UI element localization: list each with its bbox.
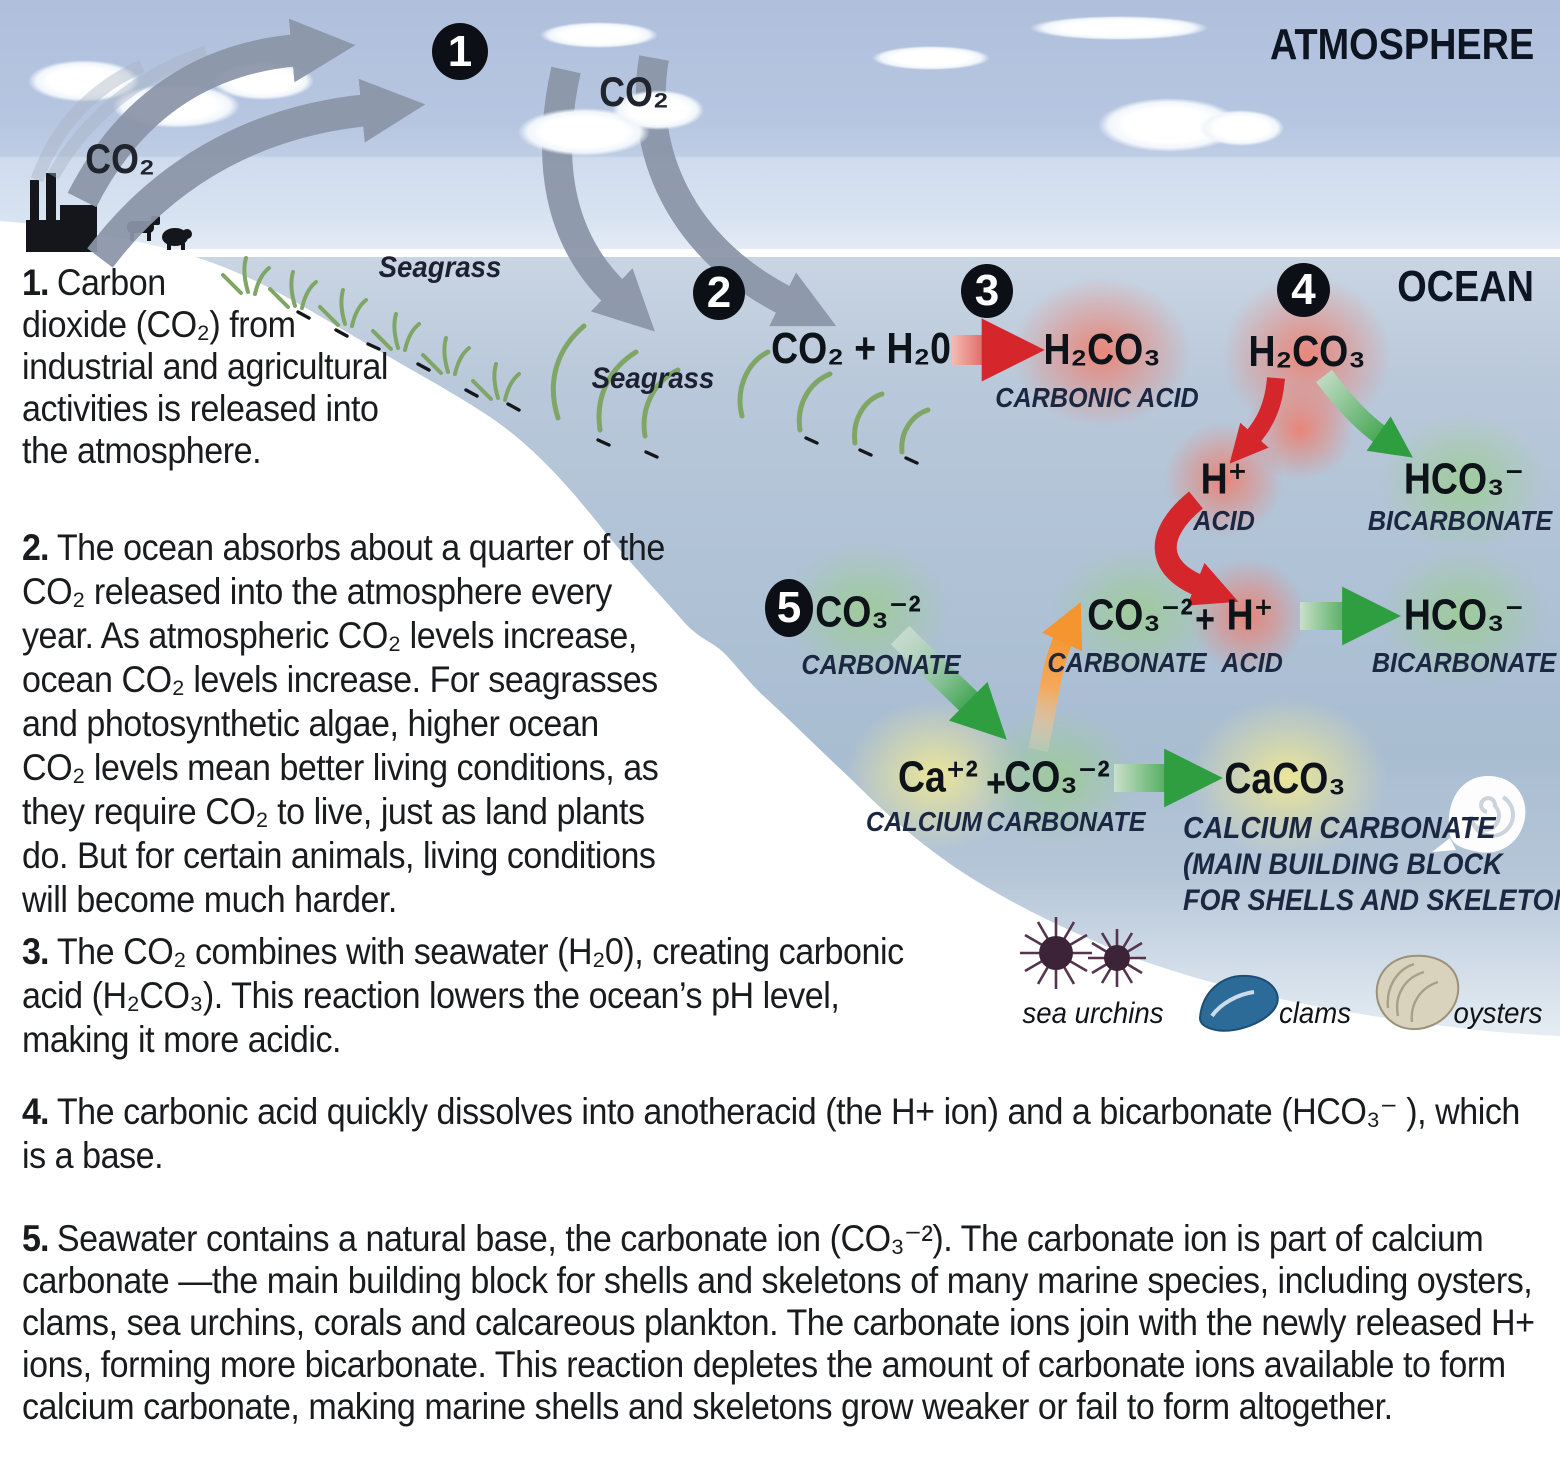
paragraph-1-line: industrial and agricultural [22,346,389,387]
sky-co2-label: CO₂ [599,68,669,115]
formula-carbonate-calc: CO₃⁻² [1004,752,1110,802]
ocean-title: OCEAN [1397,262,1534,311]
paragraph-1-line: activities is released into [22,388,379,429]
arrow-carbonate-to-calcium [890,625,1007,740]
note-main-building-block: (MAIN BUILDING BLOCK [1183,848,1503,881]
seagrass-plants [221,256,931,455]
label-acid: ACID [1193,505,1255,536]
paragraph-5: 5.Seawater contains a natural base, the … [22,1218,1538,1428]
paragraph-5-number: 5. [22,1218,49,1259]
factory-icon [26,173,97,252]
formula-bicarbonate-mid: HCO₃⁻ [1403,590,1525,640]
arrow-acid-to-carbonate [1154,491,1239,606]
paragraph-2-text: The ocean absorbs about a quarter of the… [22,527,665,920]
paragraph-1-number: 1. [22,262,49,303]
formula-h-ion-mid: H⁺ [1226,590,1274,640]
cloud-icon [1030,16,1208,40]
cloud-icon [872,46,990,70]
cloud-icon [1198,110,1284,146]
paragraph-1-line: Carbon [56,262,166,303]
co2-up-arrow-2 [87,78,426,268]
formula-calcium: Ca⁺² [897,752,979,802]
note-shells-skeletons: FOR SHELLS AND SKELETONS) [1183,884,1560,917]
clam-icon [1198,974,1279,1032]
label-bicarbonate: BICARBONATE [1367,505,1553,536]
oysters-label: oysters [1453,997,1543,1030]
label-calcium-carbonate: CALCIUM CARBONATE [1183,810,1496,845]
cloud-icon [612,90,704,130]
formula-carbonic-acid-2: H₂CO₃ [1248,327,1366,376]
atmosphere-title: ATMOSPHERE [1269,20,1534,69]
label-carbonate-calc: CARBONATE [986,806,1146,837]
coastline-land-shape [0,221,1560,1470]
label-bicarbonate-mid: BICARBONATE [1371,647,1557,678]
paragraph-2: 2.The ocean absorbs about a quarter of t… [22,526,666,922]
formula-carbonate-5: CO₃⁻² [815,587,921,637]
smoke-plume [47,45,209,180]
cloud-icon [540,22,658,48]
step-marker-3: 3 [961,264,1013,318]
formula-carbonic-acid: H₂CO₃ [1043,325,1161,374]
shell-icon [1432,776,1526,853]
formula-h-ion: H⁺ [1200,454,1248,504]
step-marker-2: 2 [693,266,745,320]
sea-urchin-icon [1020,917,1146,989]
paragraph-4-text: The carbonic acid quickly dissolves into… [22,1091,1520,1176]
clams-label: clams [1278,997,1352,1030]
paragraph-3-number: 3. [22,931,49,972]
formula-carbonate-mid: CO₃⁻² [1087,590,1193,640]
paragraph-1-line: dioxide (CO₂) from [22,304,296,345]
label-carbonic-acid: CARBONIC ACID [995,382,1199,413]
arrow-carbonic-to-acid [1229,377,1285,464]
paragraph-5-text: Seawater contains a natural base, the ca… [22,1218,1535,1427]
formula-bicarbonate: HCO₃⁻ [1403,454,1525,504]
step-marker-1: 1 [432,23,488,80]
smoke-plume [30,60,145,183]
step-marker-5: 5 [765,579,813,637]
step-marker-4: 4 [1277,263,1330,317]
co2-up-arrow-1 [67,18,356,208]
seagrass-label-lower: Seagrass [591,362,715,395]
waterline [0,249,1560,257]
paragraph-4-number: 4. [22,1091,49,1132]
label-carbonate-mid: CARBONATE [1047,647,1207,678]
sea-urchins-label: sea urchins [1022,997,1164,1030]
arrow-carbonic-to-bicarbonate [1316,369,1413,458]
plus-sign-calc: + [986,761,1006,806]
pig-icon [162,228,192,250]
oyster-icon [1375,954,1460,1031]
paragraph-1: 1.Carbon dioxide (CO₂) from industrial a… [22,262,388,472]
plus-sign-mid: + [1195,597,1215,642]
seagrass-dashes [296,310,919,465]
arrow-carbonate-depletion [1028,602,1083,753]
formula-co2-h2o: CO₂ + H₂0 [771,324,951,373]
paragraph-3: 3.The CO₂ combines with seawater (H₂0), … [22,930,924,1062]
label-calcium: CALCIUM [865,806,983,837]
paragraph-4: 4.The carbonic acid quickly dissolves in… [22,1090,1531,1178]
paragraph-2-number: 2. [22,527,49,568]
label-acid-mid: ACID [1221,647,1283,678]
paragraph-1-line: the atmosphere. [22,430,262,471]
glow-bicarbonate-mid [1379,546,1549,686]
factory-co2-label: CO₂ [85,135,155,182]
seagrass-label-top: Seagrass [378,251,502,284]
formula-calcium-carbonate: CaCO₃ [1224,754,1346,803]
paragraph-3-text: The CO₂ combines with seawater (H₂0), cr… [22,931,904,1060]
co2-down-arrow-1 [542,66,655,332]
label-carbonate-5: CARBONATE [801,649,961,680]
